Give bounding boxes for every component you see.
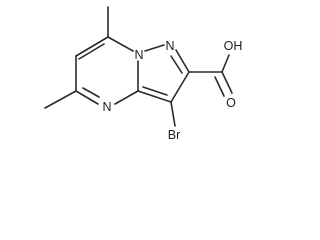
bond-c3-c3a-inner — [142, 86, 168, 96]
bond-c5-n4-inner — [82, 87, 100, 98]
atom-label-br: Br — [168, 128, 181, 142]
bond-c5-n4 — [75, 90, 99, 105]
chemical-structure-diagram: N N N Br OH O — [44, 6, 243, 142]
bond-c3-br — [170, 101, 176, 127]
bond-n4-c3a — [114, 90, 139, 105]
atom-label-oh: OH — [224, 39, 243, 53]
bond-n1-c2-inner — [170, 55, 183, 74]
bond-c2-c3 — [170, 71, 190, 103]
bond-carboxyl-o-2 — [214, 76, 225, 97]
bond-carboxyl-oh — [221, 54, 230, 73]
bond-c5-methyl — [44, 90, 77, 109]
bond-c7-c6-inner — [78, 43, 105, 60]
atom-label-o: O — [226, 96, 236, 110]
bond-n8-c7 — [107, 36, 134, 52]
bond-c3-c3a — [137, 90, 172, 103]
bond-n1-c2 — [175, 49, 190, 73]
bond-c7-c6 — [75, 36, 109, 57]
atom-label-n4: N — [102, 100, 111, 114]
atom-label-n1: N — [165, 39, 174, 53]
atom-label-n8: N — [134, 48, 143, 62]
bond-n8-n1 — [144, 44, 165, 52]
bond-carboxyl-o-1 — [221, 71, 233, 94]
